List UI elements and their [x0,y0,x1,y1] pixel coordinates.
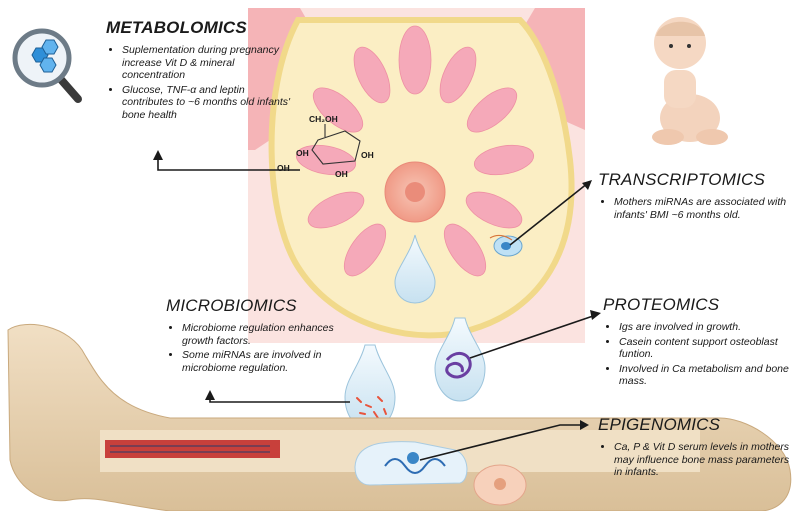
list-item: Suplementation during pregnancy increase… [122,44,296,82]
glucose-oh-label: OH [361,150,374,160]
cell-icon [474,465,526,505]
bacteria-icon [345,345,395,430]
microbiomics-list: Microbiome regulation enhances growth fa… [166,322,341,374]
list-item: Ca, P & Vit D serum levels in mothers ma… [614,441,793,479]
baby-illustration [652,17,728,145]
list-item: Casein content support osteoblast funtio… [619,336,793,361]
proteomics-list: Igs are involved in growth. Casein conte… [603,321,793,388]
metabolomics-title: METABOLOMICS [106,18,296,38]
glucose-ch2oh-label: CH₂OH [309,114,338,124]
list-item: Igs are involved in growth. [619,321,793,334]
glucose-oh-label: OH [296,148,309,158]
list-item: Some miRNAs are involved in microbiome r… [182,349,341,374]
list-item: Microbiome regulation enhances growth fa… [182,322,341,347]
proteomics-title: PROTEOMICS [603,295,793,315]
epigenomics-list: Ca, P & Vit D serum levels in mothers ma… [598,441,793,479]
metabolomics-list: Suplementation during pregnancy increase… [106,44,296,121]
magnifier-molecule-icon [15,31,78,99]
list-item: Glucose, TNF-α and leptin contributes to… [122,84,296,122]
metabolomics-panel: METABOLOMICS Suplementation during pregn… [106,18,296,123]
glucose-oh-label: OH [277,163,290,173]
microbiomics-title: MICROBIOMICS [166,296,341,316]
transcriptomics-panel: TRANSCRIPTOMICS Mothers miRNAs are assoc… [598,170,793,223]
epigenomics-panel: EPIGENOMICS Ca, P & Vit D serum levels i… [598,415,793,481]
list-item: Mothers miRNAs are associated with infan… [614,196,793,221]
list-item: Involved in Ca metabolism and bone mass. [619,363,793,388]
transcriptomics-list: Mothers miRNAs are associated with infan… [598,196,793,221]
transcriptomics-title: TRANSCRIPTOMICS [598,170,793,190]
glucose-oh-label: OH [335,169,348,179]
proteomics-panel: PROTEOMICS Igs are involved in growth. C… [603,295,793,390]
microbiomics-panel: MICROBIOMICS Microbiome regulation enhan… [166,296,341,376]
epigenomics-title: EPIGENOMICS [598,415,793,435]
